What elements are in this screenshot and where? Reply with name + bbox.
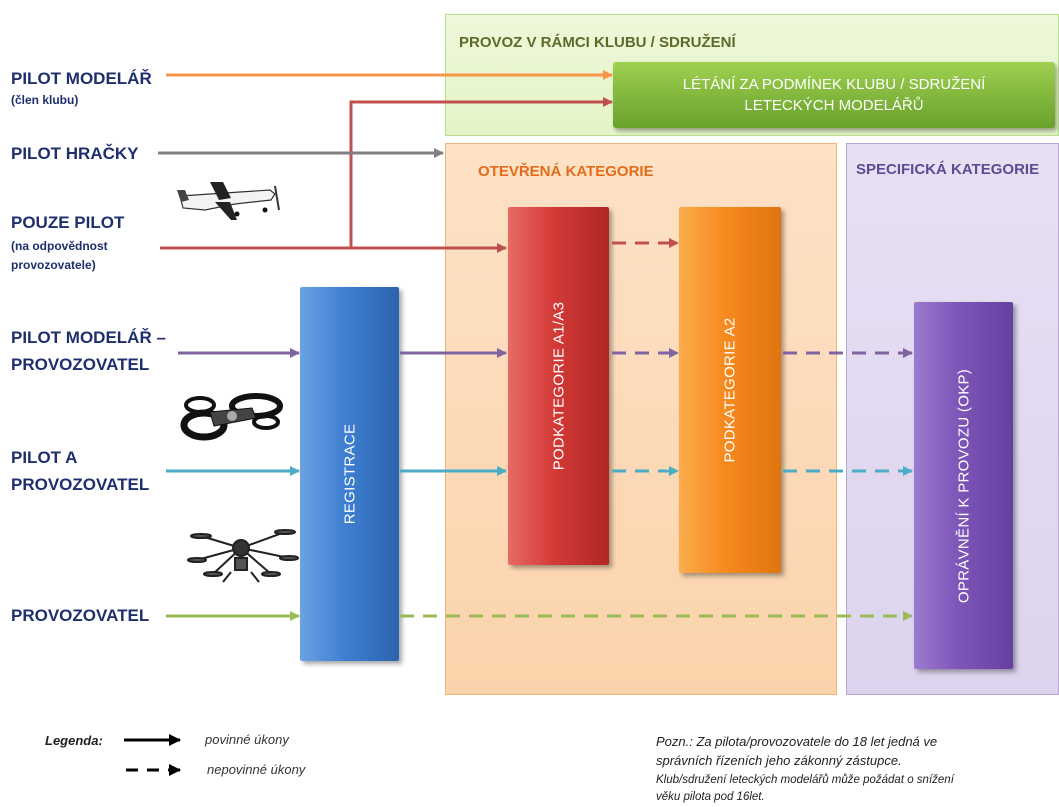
airplane-icon [177, 182, 280, 220]
legend-title: Legenda: [45, 733, 103, 748]
actor-toy-label: PILOT HRAČKY [11, 144, 139, 163]
actor-modelar-operator-line1: PILOT MODELÁŘ – [11, 328, 166, 347]
open-category-title: OTEVŘENÁ KATEGORIE [478, 163, 654, 180]
legend-dashed-label: nepovinné úkony [207, 762, 306, 777]
actor-pilot-only-sub1: (na odpovědnost [11, 239, 108, 253]
legend-solid-label: povinné úkony [205, 732, 289, 747]
club-box-line2: LETECKÝCH MODELÁŘŮ [744, 97, 924, 114]
actor-pilot-operator-line1: PILOT A [11, 448, 78, 467]
actor-modelar-sub: (člen klubu) [11, 93, 79, 107]
arrow-pilot-only-club [349, 97, 613, 248]
club-box-line1: LÉTÁNÍ ZA PODMÍNEK KLUBU / SDRUŽENÍ [682, 76, 986, 93]
note-line3: Klub/sdružení leteckých modelářů může po… [656, 774, 954, 786]
actor-pilot-only-label: POUZE PILOT [11, 213, 125, 232]
quadcopter-icon [180, 393, 283, 441]
club-flying-box: LÉTÁNÍ ZA PODMÍNEK KLUBU / SDRUŽENÍ LETE… [613, 62, 1055, 128]
actor-pilot-operator-line2: PROVOZOVATEL [11, 475, 150, 494]
hexacopter-icon [187, 529, 299, 583]
subcategory-a1a3-bar: PODKATEGORIE A1/A3 [508, 207, 609, 565]
subcategory-a2-bar: PODKATEGORIE A2 [679, 207, 781, 573]
registration-bar: REGISTRACE [300, 287, 399, 661]
actor-modelar-operator-line2: PROVOZOVATEL [11, 355, 150, 374]
specific-category-title: SPECIFICKÁ KATEGORIE [856, 161, 1040, 178]
authorization-bar: OPRÁVNĚNÍ K PROVOZU (OKP) [914, 302, 1013, 669]
actor-pilot-only-sub2: provozovatele) [11, 258, 96, 272]
actor-operator-label: PROVOZOVATEL [11, 606, 150, 625]
actor-modelar-label: PILOT MODELÁŘ [11, 69, 152, 88]
note-line1: Pozn.: Za pilota/provozovatele do 18 let… [656, 734, 938, 749]
note-line2: správních řízeních jeho zákonný zástupce… [656, 753, 902, 768]
club-region-title: PROVOZ V RÁMCI KLUBU / SDRUŽENÍ [459, 34, 736, 51]
note-line4: věku pilota pod 16let. [656, 791, 765, 803]
